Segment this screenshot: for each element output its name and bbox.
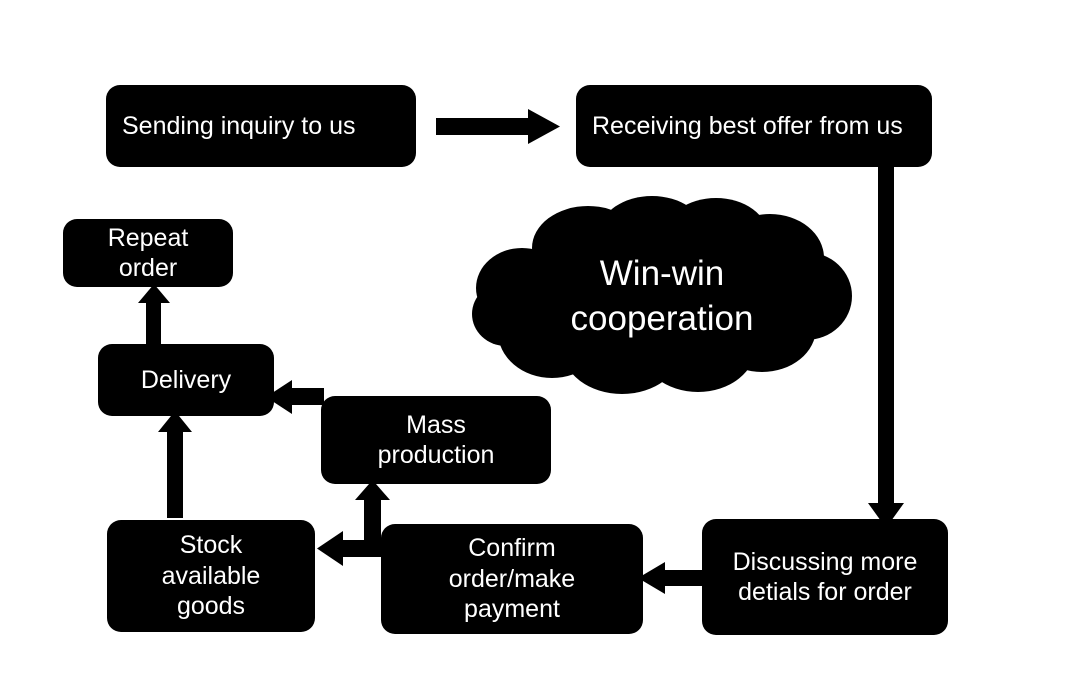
- node-discussing-details[interactable]: Discussing more detials for order: [702, 519, 948, 635]
- node-repeat-order-label: Repeat order: [107, 223, 189, 283]
- cloud-win-win-cooperation: Win-win cooperation: [470, 196, 854, 396]
- node-mass-production[interactable]: Mass production: [321, 396, 551, 484]
- arrow-stock-to-delivery: [158, 411, 192, 518]
- node-stock-available-goods[interactable]: Stock available goods: [107, 520, 315, 632]
- arrow-discussing-to-confirm: [638, 562, 707, 594]
- node-sending-inquiry[interactable]: Sending inquiry to us: [106, 85, 416, 167]
- node-receiving-offer[interactable]: Receiving best offer from us: [576, 85, 932, 167]
- arrow-mass-to-delivery: [266, 380, 324, 414]
- node-delivery-label: Delivery: [140, 365, 232, 394]
- node-discussing-details-label: Discussing more detials for order: [732, 547, 918, 607]
- arrow-confirm-to-stock-and-mass: [317, 480, 390, 566]
- cloud-shape-icon: [472, 196, 852, 394]
- arrow-receiving-to-discussing: [868, 160, 904, 528]
- node-delivery[interactable]: Delivery: [98, 344, 274, 416]
- node-repeat-order[interactable]: Repeat order: [63, 219, 233, 287]
- node-receiving-offer-label: Receiving best offer from us: [592, 111, 903, 140]
- arrow-sending-to-receiving: [436, 109, 560, 144]
- node-stock-available-goods-label: Stock available goods: [161, 531, 261, 621]
- node-sending-inquiry-label: Sending inquiry to us: [122, 111, 356, 140]
- node-confirm-order[interactable]: Confirm order/make payment: [381, 524, 643, 634]
- node-mass-production-label: Mass production: [377, 410, 495, 470]
- arrow-delivery-to-repeat: [138, 284, 170, 347]
- node-confirm-order-label: Confirm order/make payment: [448, 534, 576, 624]
